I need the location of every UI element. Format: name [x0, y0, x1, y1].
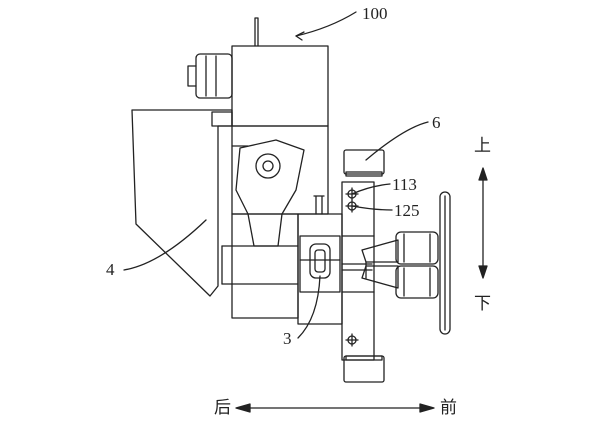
motor-cap — [187, 65, 197, 87]
top-rod — [254, 17, 259, 47]
swing-arm — [235, 139, 305, 247]
leader-100-arrow — [295, 31, 305, 41]
leader-125 — [351, 205, 393, 211]
roller-housing — [297, 213, 343, 325]
leader-6 — [365, 121, 429, 161]
direction-back: 后 — [214, 398, 231, 418]
vertical-arrow-down-head — [478, 265, 488, 279]
roller-core — [309, 243, 331, 279]
motor-body — [195, 53, 233, 99]
workpiece-bar — [439, 191, 451, 335]
label-125: 125 — [394, 201, 420, 220]
bolt-lower-cross — [345, 333, 359, 347]
horizontal-arrow-right-head — [419, 403, 435, 413]
top-housing — [231, 45, 329, 127]
guide-pin — [313, 195, 325, 215]
cartridge-upper — [395, 231, 439, 265]
nozzle-finger-lower — [361, 265, 399, 289]
horizontal-arrow-left-head — [235, 403, 251, 413]
leader-100 — [295, 11, 357, 37]
leader-113 — [351, 183, 391, 195]
label-113: 113 — [392, 175, 417, 194]
direction-down: 下 — [474, 294, 491, 314]
label-4: 4 — [106, 260, 115, 279]
label-3: 3 — [283, 329, 292, 348]
roller-inner — [314, 249, 326, 273]
label-6: 6 — [432, 113, 441, 132]
hopper-body — [131, 109, 233, 297]
arm-pivot-inner — [262, 160, 274, 172]
direction-front: 前 — [440, 398, 457, 418]
lower-block — [231, 213, 299, 319]
nozzle-finger-upper — [361, 239, 399, 263]
upper-clamp-shadow — [345, 171, 383, 177]
leader-3 — [297, 275, 321, 339]
direction-up: 上 — [474, 136, 491, 156]
upper-clamp — [343, 149, 385, 175]
arm-pivot-outer — [255, 153, 281, 179]
leader-4 — [123, 219, 207, 271]
label-100: 100 — [362, 4, 388, 23]
vertical-arrow-up-head — [478, 167, 488, 181]
cartridge-lower — [395, 265, 439, 299]
hopper-bracket — [211, 111, 233, 127]
roller-slot — [299, 235, 341, 293]
lower-clamp-shadow — [345, 355, 383, 361]
